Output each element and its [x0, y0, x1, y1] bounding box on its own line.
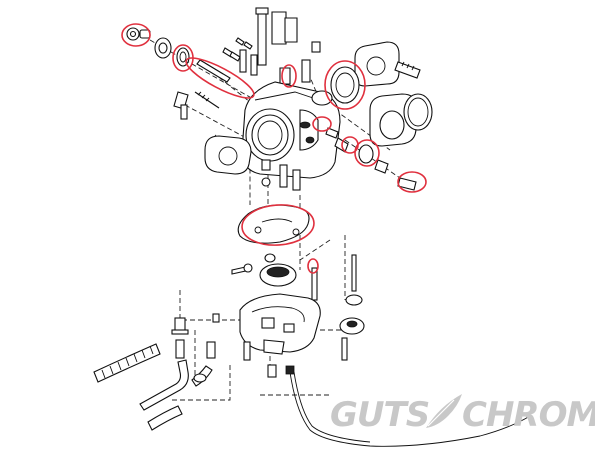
float-section: [231, 253, 365, 335]
bowl-gasket: [237, 204, 310, 244]
guts-chrome-logo: GUTS CHROME: [330, 394, 595, 435]
choke-plunger: [173, 91, 220, 120]
accelerator-cable: [285, 365, 531, 447]
carburetor-body: [241, 81, 341, 191]
logo-text-right: CHROME: [462, 395, 595, 435]
highlight-markers: [121, 23, 427, 274]
feather-icon: [426, 394, 462, 428]
logo-text-left: GUTS: [330, 395, 429, 435]
fuel-fittings-and-hoses: [93, 313, 220, 431]
throttle-screws: [239, 7, 321, 85]
body-gasket: [204, 135, 252, 175]
float-bowl: [239, 293, 348, 378]
